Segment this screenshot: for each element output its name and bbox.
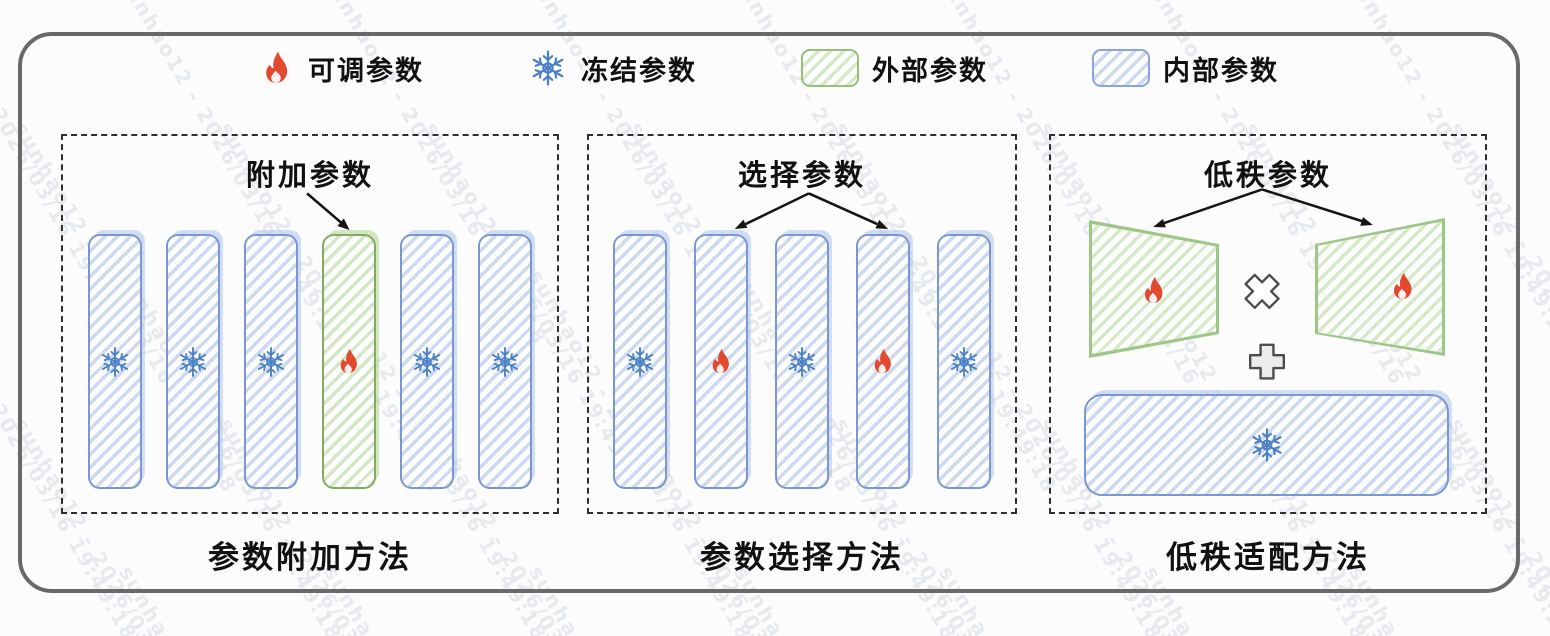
panel-low-rank-adaptation: 低秩参数 [1049, 134, 1487, 579]
internal-parameter-bar [856, 234, 910, 489]
legend-item-internal: 内部参数 [1092, 49, 1279, 88]
internal-parameter-bar [613, 234, 667, 489]
snowflake-icon [254, 345, 288, 379]
snowflake-icon [410, 345, 444, 379]
annotation-added-parameters: 附加参数 [245, 158, 374, 192]
internal-parameter-bar [937, 234, 991, 489]
legend-label: 冻结参数 [581, 55, 697, 87]
legend: 可调参数 冻结参数 外部参数 内部参数 [22, 48, 1516, 88]
snowflake-icon [785, 345, 819, 379]
snowflake-icon [947, 345, 981, 379]
internal-parameter-bar [88, 234, 142, 489]
snowflake-icon [98, 345, 132, 379]
matrix-hatch-fill [1318, 221, 1442, 353]
internal-parameter-bar [244, 234, 298, 489]
legend-item-tunable: 可调参数 [259, 48, 424, 88]
panel-caption: 低秩适配方法 [1166, 540, 1370, 576]
layer-bars [589, 234, 1015, 489]
external-parameter-swatch [801, 49, 859, 87]
panel-dashed-box: 附加参数 [61, 134, 559, 514]
internal-parameter-bar [400, 234, 454, 489]
flame-icon [707, 346, 735, 377]
multiply-icon [1244, 273, 1280, 309]
legend-item-frozen: 冻结参数 [528, 48, 697, 88]
snowflake-icon [176, 345, 210, 379]
flame-icon [335, 346, 363, 377]
external-parameter-bar [322, 234, 376, 489]
internal-parameter-bar [166, 234, 220, 489]
snowflake-icon [1248, 426, 1286, 464]
flame-icon [1388, 270, 1418, 303]
flame-icon [259, 48, 295, 88]
plus-icon [1249, 343, 1286, 380]
legend-label: 内部参数 [1163, 55, 1279, 87]
snowflake-icon [488, 345, 522, 379]
snowflake-icon [528, 48, 568, 88]
legend-item-external: 外部参数 [801, 49, 988, 88]
annotation-selected-parameters: 选择参数 [737, 158, 866, 192]
layer-bars [63, 234, 557, 489]
legend-label: 外部参数 [872, 55, 988, 87]
legend-label: 可调参数 [308, 55, 424, 87]
flame-icon [869, 346, 897, 377]
annotation-low-rank-parameters: 低秩参数 [1203, 158, 1332, 192]
figure-frame: 可调参数 冻结参数 外部参数 内部参数 附加参数 [18, 32, 1520, 593]
flame-icon [1139, 274, 1169, 307]
low-rank-matrix-b [1315, 218, 1445, 356]
internal-parameter-bar [694, 234, 748, 489]
internal-parameter-swatch [1092, 49, 1150, 87]
snowflake-icon [623, 345, 657, 379]
panel-parameter-selection: 选择参数 参数选择方法 [587, 134, 1017, 579]
internal-parameter-bar [775, 234, 829, 489]
panel-caption: 参数选择方法 [700, 540, 904, 576]
panel-dashed-box: 选择参数 [587, 134, 1017, 514]
panel-caption: 参数附加方法 [208, 540, 412, 576]
frozen-base-weights-bar [1084, 394, 1449, 496]
internal-parameter-bar [478, 234, 532, 489]
panel-dashed-box: 低秩参数 [1049, 134, 1487, 514]
panel-parameter-addition: 附加参数 参数附加方法 [61, 134, 559, 579]
